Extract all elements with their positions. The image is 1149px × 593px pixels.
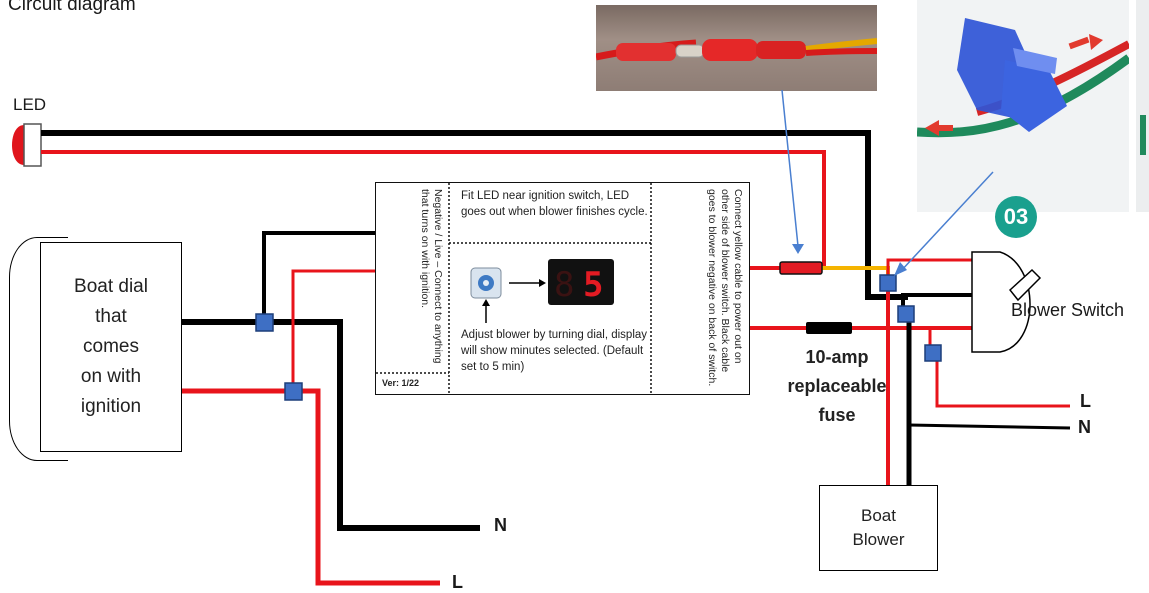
boat-dial-box: Boat dial that comes on with ignition	[40, 242, 182, 452]
dial-line-3: comes	[83, 336, 139, 357]
card-live-wire	[291, 269, 376, 391]
left-live-label: L	[452, 572, 463, 592]
boat-blower-box: Boat Blower	[819, 485, 938, 571]
inline-fuse-holder	[779, 261, 823, 275]
instruction-card: 8 5 Negative / Live – Connect to anythin…	[375, 182, 750, 395]
fuse-label-line-2: replaceable	[787, 376, 887, 396]
svg-text:5: 5	[583, 265, 603, 305]
diagram-title: Circuit diagram	[8, 0, 136, 15]
photo-edge-strip	[1136, 0, 1149, 212]
blade-fuse	[806, 322, 852, 334]
dial-line-1: Boat dial	[74, 276, 148, 297]
dial-knob-icon	[470, 267, 502, 299]
step-badge: 03	[995, 196, 1037, 238]
connector-dial-live	[284, 382, 303, 401]
right-neutral-wire	[908, 423, 1071, 430]
connector-dial-neutral	[255, 313, 274, 332]
version-label: Ver: 1/22	[382, 378, 420, 388]
blower-line-2: Blower	[852, 530, 905, 549]
scotchlok-connector-photo	[917, 0, 1129, 212]
inline-fuse-photo	[596, 5, 877, 91]
fit-led-note: Fit LED near ignition switch, LED goes o…	[461, 190, 648, 218]
segment-display-icon: 8 5	[548, 259, 614, 305]
right-live-label: L	[1080, 391, 1091, 411]
fuse-label-line-3: fuse	[818, 405, 856, 425]
blower-switch-icon	[971, 251, 1042, 353]
blower-line-1: Boat	[861, 506, 896, 525]
dial-live-wire	[180, 388, 440, 586]
left-neutral-label: N	[494, 515, 507, 535]
led-icon	[12, 123, 42, 167]
dial-line-4: on with	[80, 366, 142, 387]
blower-switch-label: Blower Switch	[1011, 300, 1125, 320]
fuse-label-line-1: 10-amp	[805, 347, 869, 367]
led-label: LED	[13, 95, 47, 114]
dial-line-5: ignition	[80, 396, 142, 417]
dial-line-2: that	[95, 306, 127, 327]
connector-yellow	[879, 274, 897, 292]
connector-photo-pointer	[899, 171, 994, 273]
right-neutral-label: N	[1078, 417, 1091, 437]
connector-switch-live	[924, 344, 942, 362]
svg-text:8: 8	[554, 265, 574, 305]
fuse-label: 10-amp replaceable fuse	[772, 343, 902, 430]
adjust-blower-note: Adjust blower by turning dial, display w…	[461, 329, 648, 373]
connect-yellow-note: Connect yellow cable to power out on oth…	[706, 189, 744, 387]
led-red-wire	[41, 150, 826, 268]
negative-live-note: Negative / Live – Connect to anything th…	[419, 189, 444, 364]
fuse-photo-pointer	[781, 89, 799, 247]
connector-switch-black	[897, 305, 915, 323]
card-neutral-wire	[262, 231, 376, 322]
yellow-output-wire	[820, 266, 890, 283]
